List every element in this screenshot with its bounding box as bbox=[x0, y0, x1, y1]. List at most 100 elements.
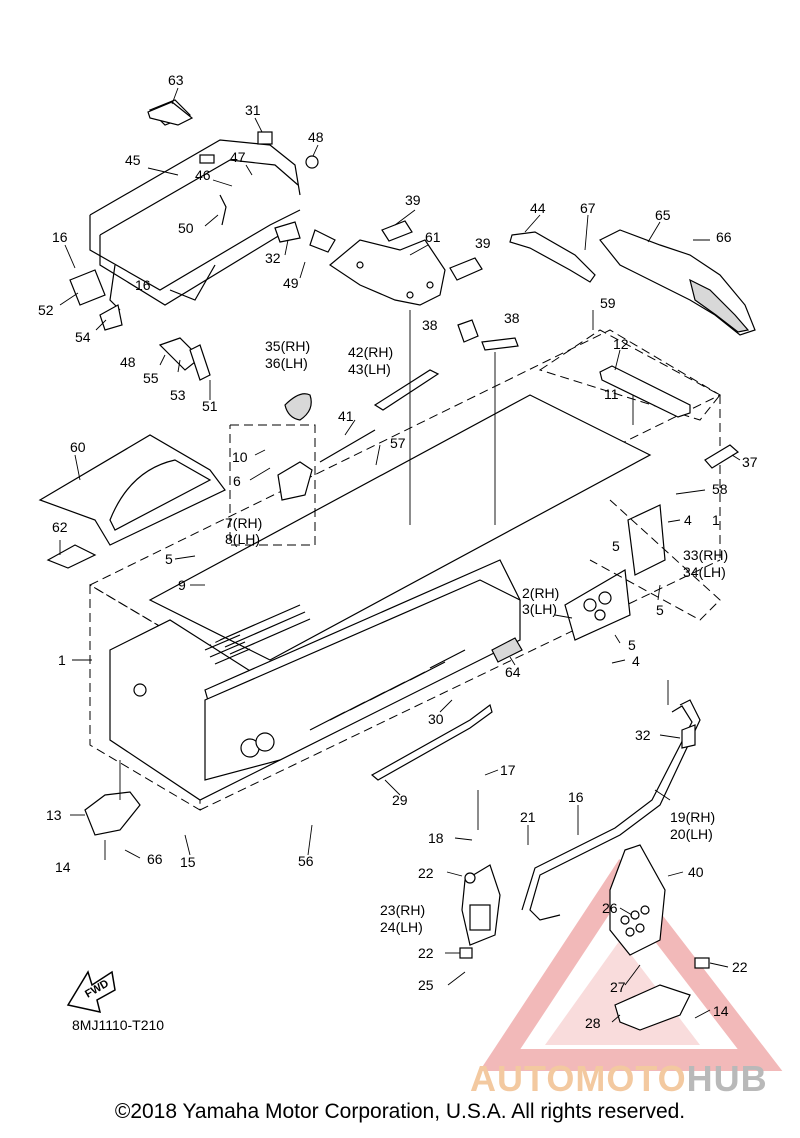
watermark-text-part2: HUB bbox=[686, 1058, 768, 1099]
callout-label: 32 bbox=[635, 727, 651, 743]
callout-label: 66 bbox=[716, 229, 732, 245]
fwd-arrow-icon: FWD bbox=[66, 970, 116, 1013]
callout-label: 50 bbox=[178, 220, 194, 236]
callout-label: 30 bbox=[428, 711, 444, 727]
part-64 bbox=[491, 637, 523, 663]
callout-label: 28 bbox=[585, 1015, 601, 1031]
callout-label: 19(RH) bbox=[670, 809, 715, 825]
part-39a bbox=[381, 220, 413, 242]
callout-label: 39 bbox=[475, 235, 491, 251]
callout-label: 1 bbox=[712, 512, 720, 528]
callout-label: 60 bbox=[70, 439, 86, 455]
callout-label: 48 bbox=[308, 129, 324, 145]
callout-label: 4 bbox=[684, 512, 692, 528]
callout-label: 47 bbox=[230, 149, 246, 165]
callout-label: 2(RH) bbox=[522, 585, 559, 601]
callout-label: 43(LH) bbox=[348, 361, 391, 377]
callout-label: 26 bbox=[602, 900, 618, 916]
callout-label: 41 bbox=[338, 408, 354, 424]
part-44 bbox=[509, 231, 596, 283]
callout-label: 57 bbox=[390, 435, 406, 451]
callout-label: 4 bbox=[632, 653, 640, 669]
footer-copyright: ©2018 Yamaha Motor Corporation, U.S.A. A… bbox=[114, 1100, 686, 1123]
callout-label: 3(LH) bbox=[522, 601, 557, 617]
callout-label: 12 bbox=[613, 336, 629, 352]
callout-label: 65 bbox=[655, 207, 671, 223]
callout-labels: 63 31 48 45 47 46 50 16 16 52 54 48 55 5… bbox=[38, 72, 758, 1031]
callout-label: 46 bbox=[195, 167, 211, 183]
callout-label: 39 bbox=[405, 192, 421, 208]
callout-label: 64 bbox=[505, 664, 521, 680]
callout-label: 25 bbox=[418, 977, 434, 993]
callout-label: 45 bbox=[125, 152, 141, 168]
callout-label: 22 bbox=[418, 945, 434, 961]
callout-label: 13 bbox=[46, 807, 62, 823]
main-frame bbox=[88, 329, 722, 811]
callout-label: 44 bbox=[530, 200, 546, 216]
callout-label: 33(RH) bbox=[683, 547, 728, 563]
callout-label: 5 bbox=[656, 602, 664, 618]
part-7-8 bbox=[277, 461, 313, 501]
callout-label: 66 bbox=[147, 851, 163, 867]
callout-label: 10 bbox=[232, 449, 248, 465]
callout-label: 17 bbox=[500, 762, 516, 778]
callout-label: 15 bbox=[180, 854, 196, 870]
part-29 bbox=[370, 703, 493, 781]
callout-label: 61 bbox=[425, 229, 441, 245]
callout-label: 36(LH) bbox=[265, 355, 308, 371]
callout-label: 11 bbox=[604, 386, 619, 402]
callout-label: 54 bbox=[75, 329, 91, 345]
vent-slots bbox=[204, 604, 466, 731]
part-13 bbox=[84, 791, 141, 836]
part-41 bbox=[319, 429, 376, 463]
part-39b bbox=[449, 257, 483, 281]
callout-label: 22 bbox=[418, 865, 434, 881]
callout-label: 18 bbox=[428, 830, 444, 846]
callout-label: 8(LH) bbox=[225, 531, 260, 547]
callout-label: 59 bbox=[600, 295, 616, 311]
callout-label: 16 bbox=[52, 229, 68, 245]
callout-label: 53 bbox=[170, 387, 186, 403]
grab-bar-assembly bbox=[69, 99, 336, 381]
part-12 bbox=[599, 365, 691, 418]
part-61 bbox=[328, 239, 446, 306]
callout-label: 38 bbox=[422, 317, 438, 333]
callout-label: 27 bbox=[610, 979, 626, 995]
callout-label: 14 bbox=[713, 1003, 729, 1019]
leader-lines bbox=[59, 87, 741, 1023]
callout-label: 14 bbox=[55, 859, 71, 875]
part-23-24 bbox=[459, 864, 501, 959]
callout-label: 58 bbox=[712, 481, 728, 497]
part-42-43 bbox=[373, 369, 440, 411]
callout-label: 63 bbox=[168, 72, 184, 88]
callout-label: 1 bbox=[58, 652, 66, 668]
part-65 bbox=[599, 229, 756, 336]
callout-label: 29 bbox=[392, 792, 408, 808]
part-37 bbox=[704, 444, 740, 469]
callout-label: 48 bbox=[120, 354, 136, 370]
part-code-label: 8MJ1110-T210 bbox=[72, 1017, 164, 1033]
callout-label: 22 bbox=[732, 959, 748, 975]
callout-label: 9 bbox=[178, 577, 186, 593]
callout-label: 20(LH) bbox=[670, 826, 713, 842]
callout-label: 31 bbox=[245, 102, 261, 118]
callout-label: 55 bbox=[143, 370, 159, 386]
callout-label: 62 bbox=[52, 519, 68, 535]
callout-label: 38 bbox=[504, 310, 520, 326]
callout-label: 37 bbox=[742, 454, 758, 470]
callout-label: 7(RH) bbox=[225, 515, 262, 531]
callout-label: 21 bbox=[520, 809, 536, 825]
callout-label: 16 bbox=[568, 789, 584, 805]
part-38b bbox=[481, 337, 519, 351]
callout-label: 5 bbox=[165, 551, 173, 567]
part-38a bbox=[457, 319, 479, 343]
watermark-text: AUTOMOTOHUB bbox=[470, 1058, 768, 1100]
callout-label: 56 bbox=[298, 853, 314, 869]
part-63 bbox=[147, 101, 194, 126]
part-35-36 bbox=[284, 393, 312, 421]
callout-label: 23(RH) bbox=[380, 902, 425, 918]
part-60 bbox=[38, 434, 226, 546]
callout-label: 32 bbox=[265, 250, 281, 266]
bumper-assembly bbox=[521, 699, 710, 1031]
